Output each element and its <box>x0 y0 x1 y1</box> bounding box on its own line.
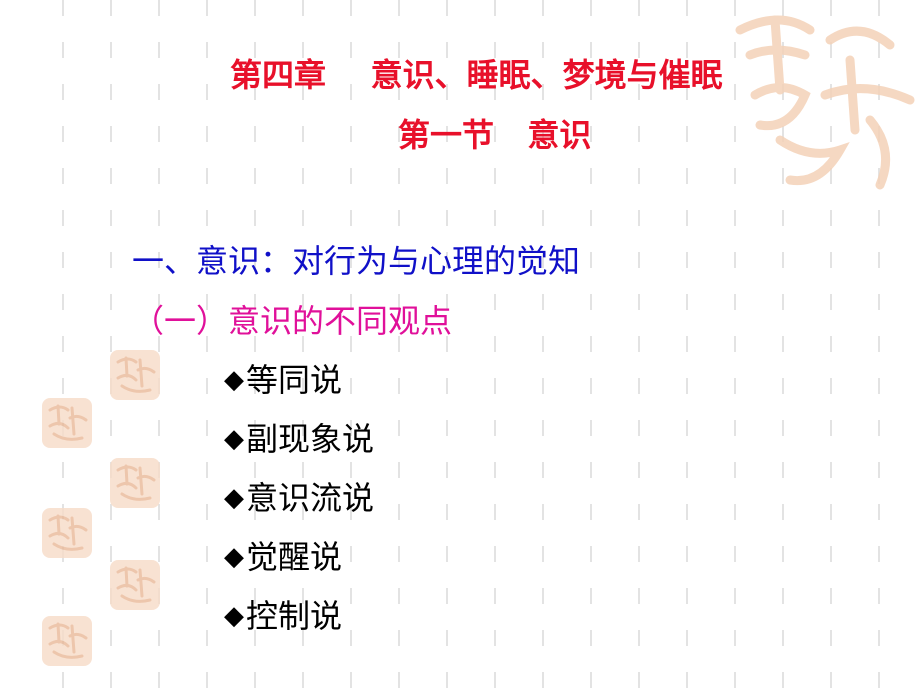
list-item: ◆ 控制说 <box>224 586 374 645</box>
diamond-bullet-icon: ◆ <box>224 364 244 395</box>
list-item-label: 控制说 <box>246 596 343 635</box>
auspicious-seal-icon <box>110 560 160 610</box>
list-item-label: 觉醒说 <box>246 537 343 576</box>
list-item: ◆ 等同说 <box>224 350 374 409</box>
diamond-bullet-icon: ◆ <box>224 600 244 631</box>
list-item: ◆ 觉醒说 <box>224 527 374 586</box>
list-item-label: 意识流说 <box>246 478 375 517</box>
list-item: ◆ 意识流说 <box>224 468 374 527</box>
diamond-bullet-icon: ◆ <box>224 541 244 572</box>
viewpoint-list: ◆ 等同说 ◆ 副现象说 ◆ 意识流说 ◆ 觉醒说 ◆ 控制说 <box>224 350 374 645</box>
list-item-label: 副现象说 <box>246 419 375 458</box>
subtopic-heading: （一）意识的不同观点 <box>132 302 453 340</box>
list-item-label: 等同说 <box>246 360 343 399</box>
diamond-bullet-icon: ◆ <box>224 482 244 513</box>
topic-heading: 一、意识：对行为与心理的觉知 <box>132 242 581 280</box>
auspicious-seal-icon <box>110 458 160 508</box>
diamond-bullet-icon: ◆ <box>224 423 244 454</box>
auspicious-seal-icon <box>42 616 92 666</box>
calligraphy-watermark-icon <box>720 0 920 200</box>
auspicious-seal-icon <box>110 350 160 400</box>
section-title: 第一节 意识 <box>398 116 592 154</box>
chapter-title: 第四章 意识、睡眠、梦境与催眠 <box>230 56 723 94</box>
list-item: ◆ 副现象说 <box>224 409 374 468</box>
auspicious-seal-icon <box>42 508 92 558</box>
auspicious-seal-icon <box>42 398 92 448</box>
